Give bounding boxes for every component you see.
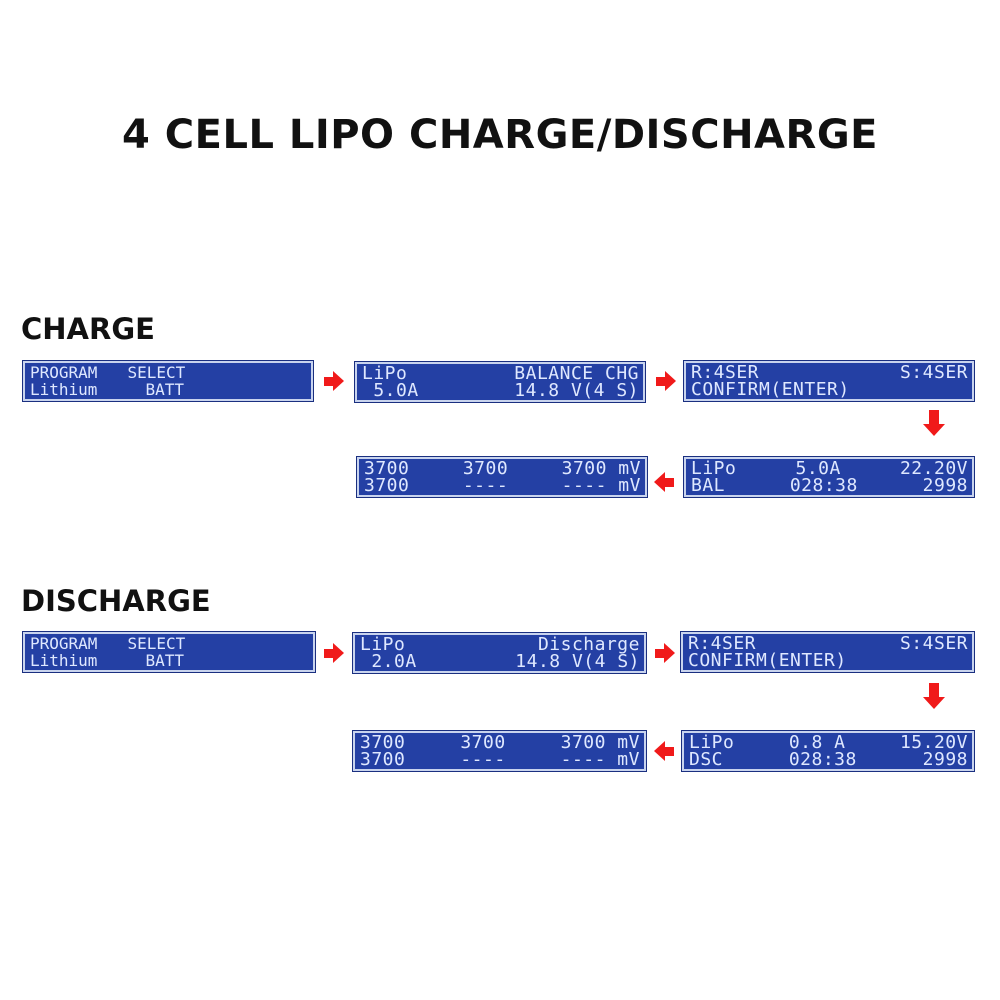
lcd-text: 3700 xyxy=(460,732,506,753)
lcd-text: 15.20V xyxy=(899,732,968,753)
lcd-text: LiPo xyxy=(691,458,737,479)
lcd-text: Lithium xyxy=(30,651,98,670)
charge-screen-balance-chg: LiPo BALANCE CHG 5.0A 14.8 V(4 S) xyxy=(355,362,645,402)
lcd-text: BALANCE CHG xyxy=(514,363,639,384)
lcd-text: R:4SER xyxy=(691,362,760,383)
lcd-text: 5.0A xyxy=(362,380,419,401)
discharge-screen-cell-voltages: 3700 3700 3700 mV 3700 ---- ---- mV xyxy=(353,731,646,771)
lcd-text: ---- mV xyxy=(560,749,640,770)
lcd-text: 3700 xyxy=(364,458,410,479)
lcd-text: 2998 xyxy=(922,475,968,496)
discharge-screen-status: LiPo 0.8 A 15.20V DSC 028:38 2998 xyxy=(682,731,974,771)
lcd-text: SELECT xyxy=(127,634,186,653)
lcd-text: S:4SER xyxy=(899,362,968,383)
lcd-text: 14.8 V(4 S) xyxy=(515,651,640,672)
arrow-down-icon xyxy=(923,683,945,709)
discharge-label: DISCHARGE xyxy=(21,584,211,618)
lcd-text: BATT xyxy=(145,380,184,399)
lcd-text: R:4SER xyxy=(688,633,757,654)
lcd-text: 3700 xyxy=(360,732,406,753)
charge-screen-status: LiPo 5.0A 22.20V BAL 028:38 2998 xyxy=(684,457,974,497)
lcd-text: CONFIRM(ENTER) xyxy=(688,650,847,671)
lcd-text: 028:38 xyxy=(788,749,857,770)
arrow-right-icon xyxy=(656,371,678,397)
lcd-text: Lithium xyxy=(30,380,98,399)
lcd-text: LiPo xyxy=(360,634,406,655)
lcd-text: SELECT xyxy=(127,363,186,382)
lcd-text: ---- xyxy=(460,749,506,770)
lcd-text: LiPo xyxy=(362,363,408,384)
page-title: 4 CELL LIPO CHARGE/DISCHARGE xyxy=(122,112,878,158)
lcd-text: 3700 mV xyxy=(561,458,641,479)
charge-screen-program-select: PROGRAM SELECT Lithium BATT xyxy=(23,361,313,401)
discharge-screen-confirm: R:4SER S:4SER CONFIRM(ENTER) xyxy=(681,632,974,672)
lcd-text: DSC xyxy=(689,749,724,770)
lcd-text: S:4SER xyxy=(899,633,968,654)
lcd-text: 3700 mV xyxy=(560,732,640,753)
lcd-text: 2.0A xyxy=(360,651,417,672)
charge-label: CHARGE xyxy=(21,312,155,346)
lcd-text: BATT xyxy=(145,651,184,670)
lcd-text: 3700 xyxy=(462,458,509,479)
lcd-text: CONFIRM(ENTER) xyxy=(691,379,850,400)
arrow-right-icon xyxy=(655,643,677,669)
lcd-text: 0.8 A xyxy=(788,732,846,753)
lcd-text: 14.8 V(4 S) xyxy=(514,380,639,401)
lcd-text: Discharge xyxy=(537,634,640,655)
lcd-text: 22.20V xyxy=(899,458,968,479)
discharge-screen-program-select: PROGRAM SELECT Lithium BATT xyxy=(23,632,315,672)
lcd-text: 5.0A xyxy=(795,458,841,479)
lcd-text: 2998 xyxy=(922,749,968,770)
lcd-text: ---- xyxy=(462,475,509,496)
arrow-right-icon xyxy=(324,643,346,669)
lcd-text: PROGRAM xyxy=(30,363,98,382)
lcd-text: 3700 xyxy=(360,749,406,770)
lcd-text: BAL xyxy=(691,475,726,496)
lcd-text: ---- mV xyxy=(561,475,641,496)
lcd-text: PROGRAM xyxy=(30,634,98,653)
charge-screen-confirm: R:4SER S:4SER CONFIRM(ENTER) xyxy=(684,361,974,401)
discharge-screen-discharge: LiPo Discharge 2.0A 14.8 V(4 S) xyxy=(353,633,646,673)
arrow-right-icon xyxy=(324,371,346,397)
lcd-text: 028:38 xyxy=(789,475,858,496)
arrow-down-icon xyxy=(923,410,945,436)
lcd-text: LiPo xyxy=(689,732,735,753)
arrow-left-icon xyxy=(654,741,676,767)
charge-screen-cell-voltages: 3700 3700 3700 mV 3700 ---- ---- mV xyxy=(357,457,647,497)
arrow-left-icon xyxy=(654,472,676,498)
lcd-text: 3700 xyxy=(364,475,410,496)
